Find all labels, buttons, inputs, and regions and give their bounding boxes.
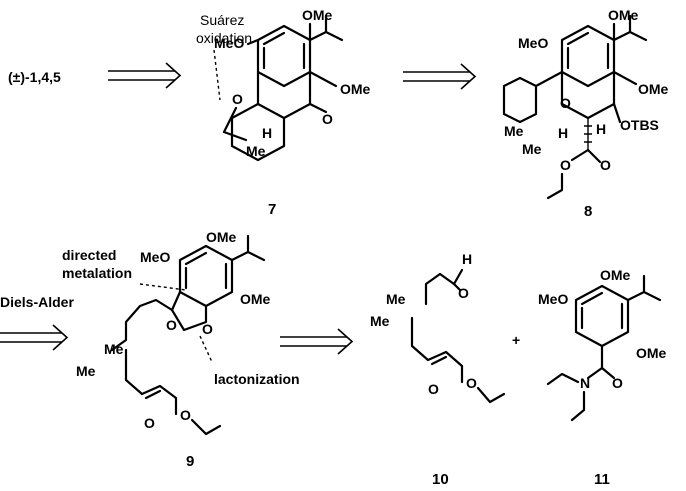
c10-enoate bbox=[410, 316, 464, 384]
c10-number: 10 bbox=[432, 471, 449, 488]
c8-ome-top: OMe bbox=[608, 7, 639, 23]
directed-label: directed bbox=[62, 247, 116, 263]
c11-amide bbox=[586, 344, 616, 380]
c9-isopropyl bbox=[230, 234, 266, 262]
lactonization-dashed-line bbox=[199, 335, 213, 363]
start-label: (±)-1,4,5 bbox=[8, 69, 61, 85]
c10-chain bbox=[424, 268, 464, 306]
c9-ome-right: OMe bbox=[240, 291, 271, 307]
c7-bridge-o: O bbox=[232, 91, 243, 107]
c8-carbonyl-o: O bbox=[600, 157, 611, 173]
c9-aromatic-ring bbox=[178, 244, 234, 308]
c7-aromatic-ring bbox=[256, 24, 312, 88]
c7-ether-bridge bbox=[222, 106, 248, 142]
c11-carbonyl-o: O bbox=[612, 375, 623, 391]
c7-ome-top: OMe bbox=[302, 7, 333, 23]
compound-8: OMe MeO OMe O OTBS Me Me H H O O 8 bbox=[502, 7, 669, 220]
lactonization-label: lactonization bbox=[214, 371, 300, 387]
directed-dashed-line bbox=[139, 283, 187, 291]
c8-aromatic-ring bbox=[560, 24, 616, 88]
c11-isopropyl bbox=[626, 274, 662, 302]
c7-isopropyl bbox=[308, 14, 344, 42]
c8-ethyl bbox=[546, 172, 564, 200]
c8-ring-a bbox=[502, 70, 564, 124]
c11-diethyl bbox=[546, 372, 586, 422]
c10-aldehyde-o: O bbox=[458, 285, 469, 301]
c7-ome-right: OMe bbox=[340, 81, 371, 97]
c7-ketone-o: O bbox=[322, 111, 333, 127]
c9-lactone bbox=[170, 290, 208, 332]
suarez-dashed-line bbox=[213, 49, 221, 101]
c11-ome-top: OMe bbox=[600, 267, 631, 283]
c8-hashed-bond bbox=[584, 118, 592, 150]
plus-sign: + bbox=[512, 332, 520, 348]
c7-ring-c bbox=[230, 102, 286, 162]
c8-bridge-o: O bbox=[560, 95, 571, 111]
c9-number: 9 bbox=[186, 453, 194, 470]
c7-number: 7 bbox=[268, 201, 276, 218]
c9-ethyl bbox=[190, 418, 222, 436]
c7-meo-left: MeO bbox=[214, 35, 244, 51]
c9-ome-top: OMe bbox=[206, 229, 237, 245]
retro-arrow-1 bbox=[108, 62, 182, 89]
retro-arrow-2 bbox=[403, 63, 477, 90]
metalation-label: metalation bbox=[62, 265, 132, 281]
compound-7: Suárez oxidation OMe MeO OMe O O H Me 7 bbox=[196, 7, 371, 218]
c9-me1: Me bbox=[104, 341, 124, 357]
c8-ester-o: O bbox=[560, 157, 571, 173]
c11-number: 11 bbox=[594, 471, 610, 488]
c8-ome-right: OMe bbox=[638, 81, 669, 97]
c8-h1: H bbox=[558, 125, 568, 141]
c11-meo-left: MeO bbox=[538, 291, 568, 307]
c8-otbs: OTBS bbox=[620, 117, 659, 133]
c9-ester-o: O bbox=[180, 407, 191, 423]
c7-me: Me bbox=[246, 143, 266, 159]
c8-number: 8 bbox=[584, 203, 592, 220]
c8-isopropyl bbox=[612, 14, 648, 42]
compound-10: H O Me Me O O 10 bbox=[370, 251, 506, 488]
c7-h: H bbox=[262, 125, 272, 141]
c9-enoate bbox=[124, 348, 178, 416]
c8-meo-left: MeO bbox=[518, 35, 548, 51]
c10-carbonyl-o: O bbox=[428, 381, 439, 397]
c9-lactone-o1: O bbox=[166, 317, 177, 333]
suarez-label: Suárez bbox=[200, 12, 244, 28]
c10-ethyl bbox=[476, 386, 506, 404]
c9-meo-left: MeO bbox=[140, 249, 170, 265]
compound-11: OMe MeO OMe O N 11 bbox=[538, 267, 667, 488]
c8-me1: Me bbox=[504, 123, 524, 139]
c8-me2: Me bbox=[522, 141, 542, 157]
c9-carbonyl-o: O bbox=[144, 415, 155, 431]
compound-9: directed metalation OMe MeO OMe O O lact… bbox=[62, 229, 300, 470]
c9-side-chain bbox=[110, 298, 174, 352]
c7-ring-double-bonds bbox=[262, 31, 306, 70]
c9-me2: Me bbox=[76, 363, 96, 379]
c10-ester-o: O bbox=[466, 375, 477, 391]
c11-n: N bbox=[580, 375, 590, 391]
c9-lactone-o2: O bbox=[202, 321, 213, 337]
c10-aldehyde-h: H bbox=[462, 251, 472, 267]
c11-ome-right: OMe bbox=[636, 345, 667, 361]
c11-aromatic-ring bbox=[574, 284, 630, 348]
c7-ring-b bbox=[256, 70, 312, 120]
diels-alder-label: Diels-Alder bbox=[0, 294, 74, 310]
retro-arrow-4 bbox=[280, 328, 354, 355]
oxidation-label: oxidation bbox=[196, 30, 252, 46]
retro-arrow-3 bbox=[0, 324, 69, 351]
c10-me1: Me bbox=[386, 291, 406, 307]
c10-me2: Me bbox=[370, 313, 390, 329]
c8-h2: H bbox=[596, 121, 606, 137]
